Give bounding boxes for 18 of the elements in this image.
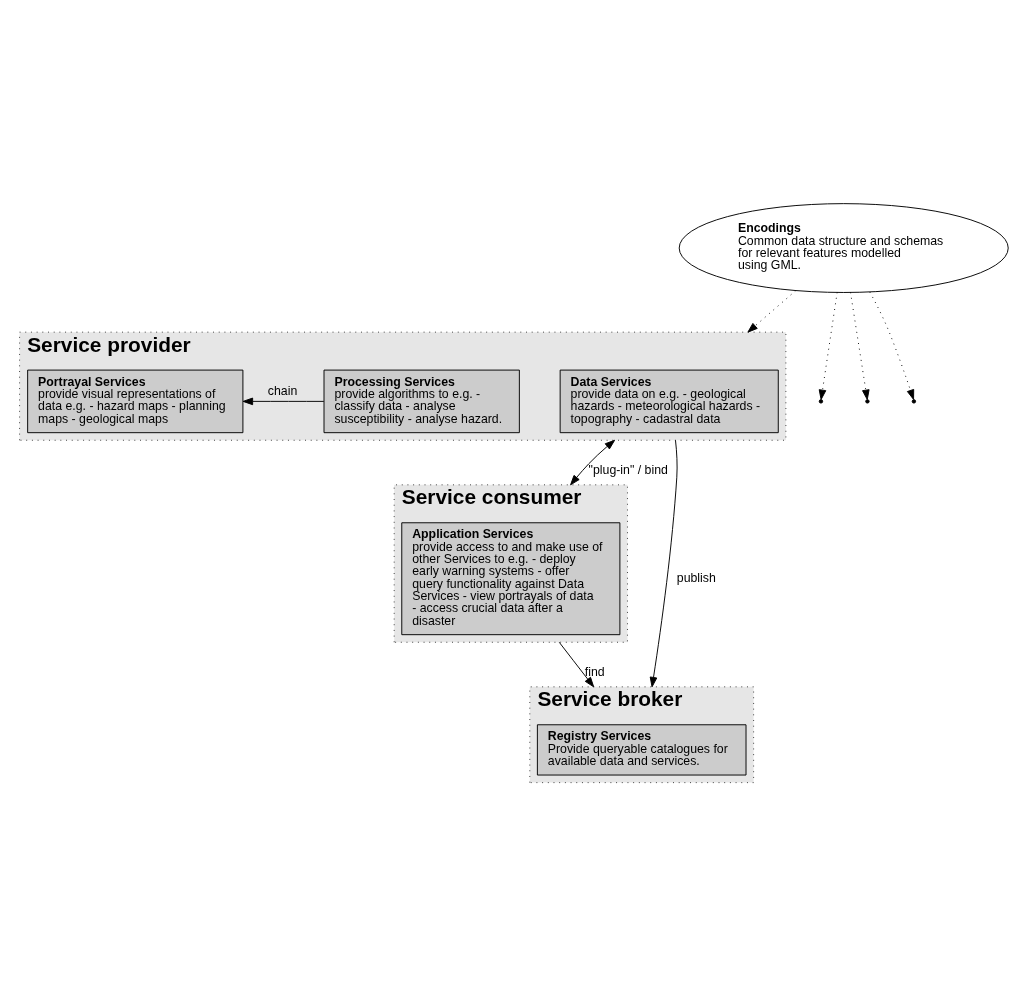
node-box: Registry Services Provide queryable catalogues for available data and services. xyxy=(536,724,747,776)
node-box: Application Services provide access to and make use of other Services to e.g. - deploy early warning systems - offer query functionality against Data Services - view portrayals of data - access crucial data after a disaster xyxy=(401,522,621,636)
arrow xyxy=(242,397,325,406)
arrow xyxy=(558,641,595,688)
arrow xyxy=(747,290,797,333)
arrow xyxy=(649,439,678,688)
node-box: Portrayal Services provide visual representations of data e.g. - hazard maps - planning maps - geological maps xyxy=(27,369,244,434)
edge-label: publish xyxy=(676,570,716,585)
edge-label: "plug-in" / bind xyxy=(588,462,668,477)
arrow xyxy=(570,439,616,486)
edge-label: chain xyxy=(267,384,298,399)
node-box: Data Services provide data on e.g. - geological hazards - meteorological hazards - topography - cadastral data xyxy=(559,369,779,434)
arrow xyxy=(850,291,870,400)
node-ellipse: Encodings Common data structure and schemas for relevant features modelled using GML. xyxy=(678,203,1009,293)
arrow xyxy=(818,291,838,400)
edge-label: find xyxy=(584,664,605,679)
node-box: Processing Services provide algorithms to e.g. - classify data - analyse susceptibility - analyse hazard. xyxy=(323,369,520,434)
arrow xyxy=(869,291,915,400)
